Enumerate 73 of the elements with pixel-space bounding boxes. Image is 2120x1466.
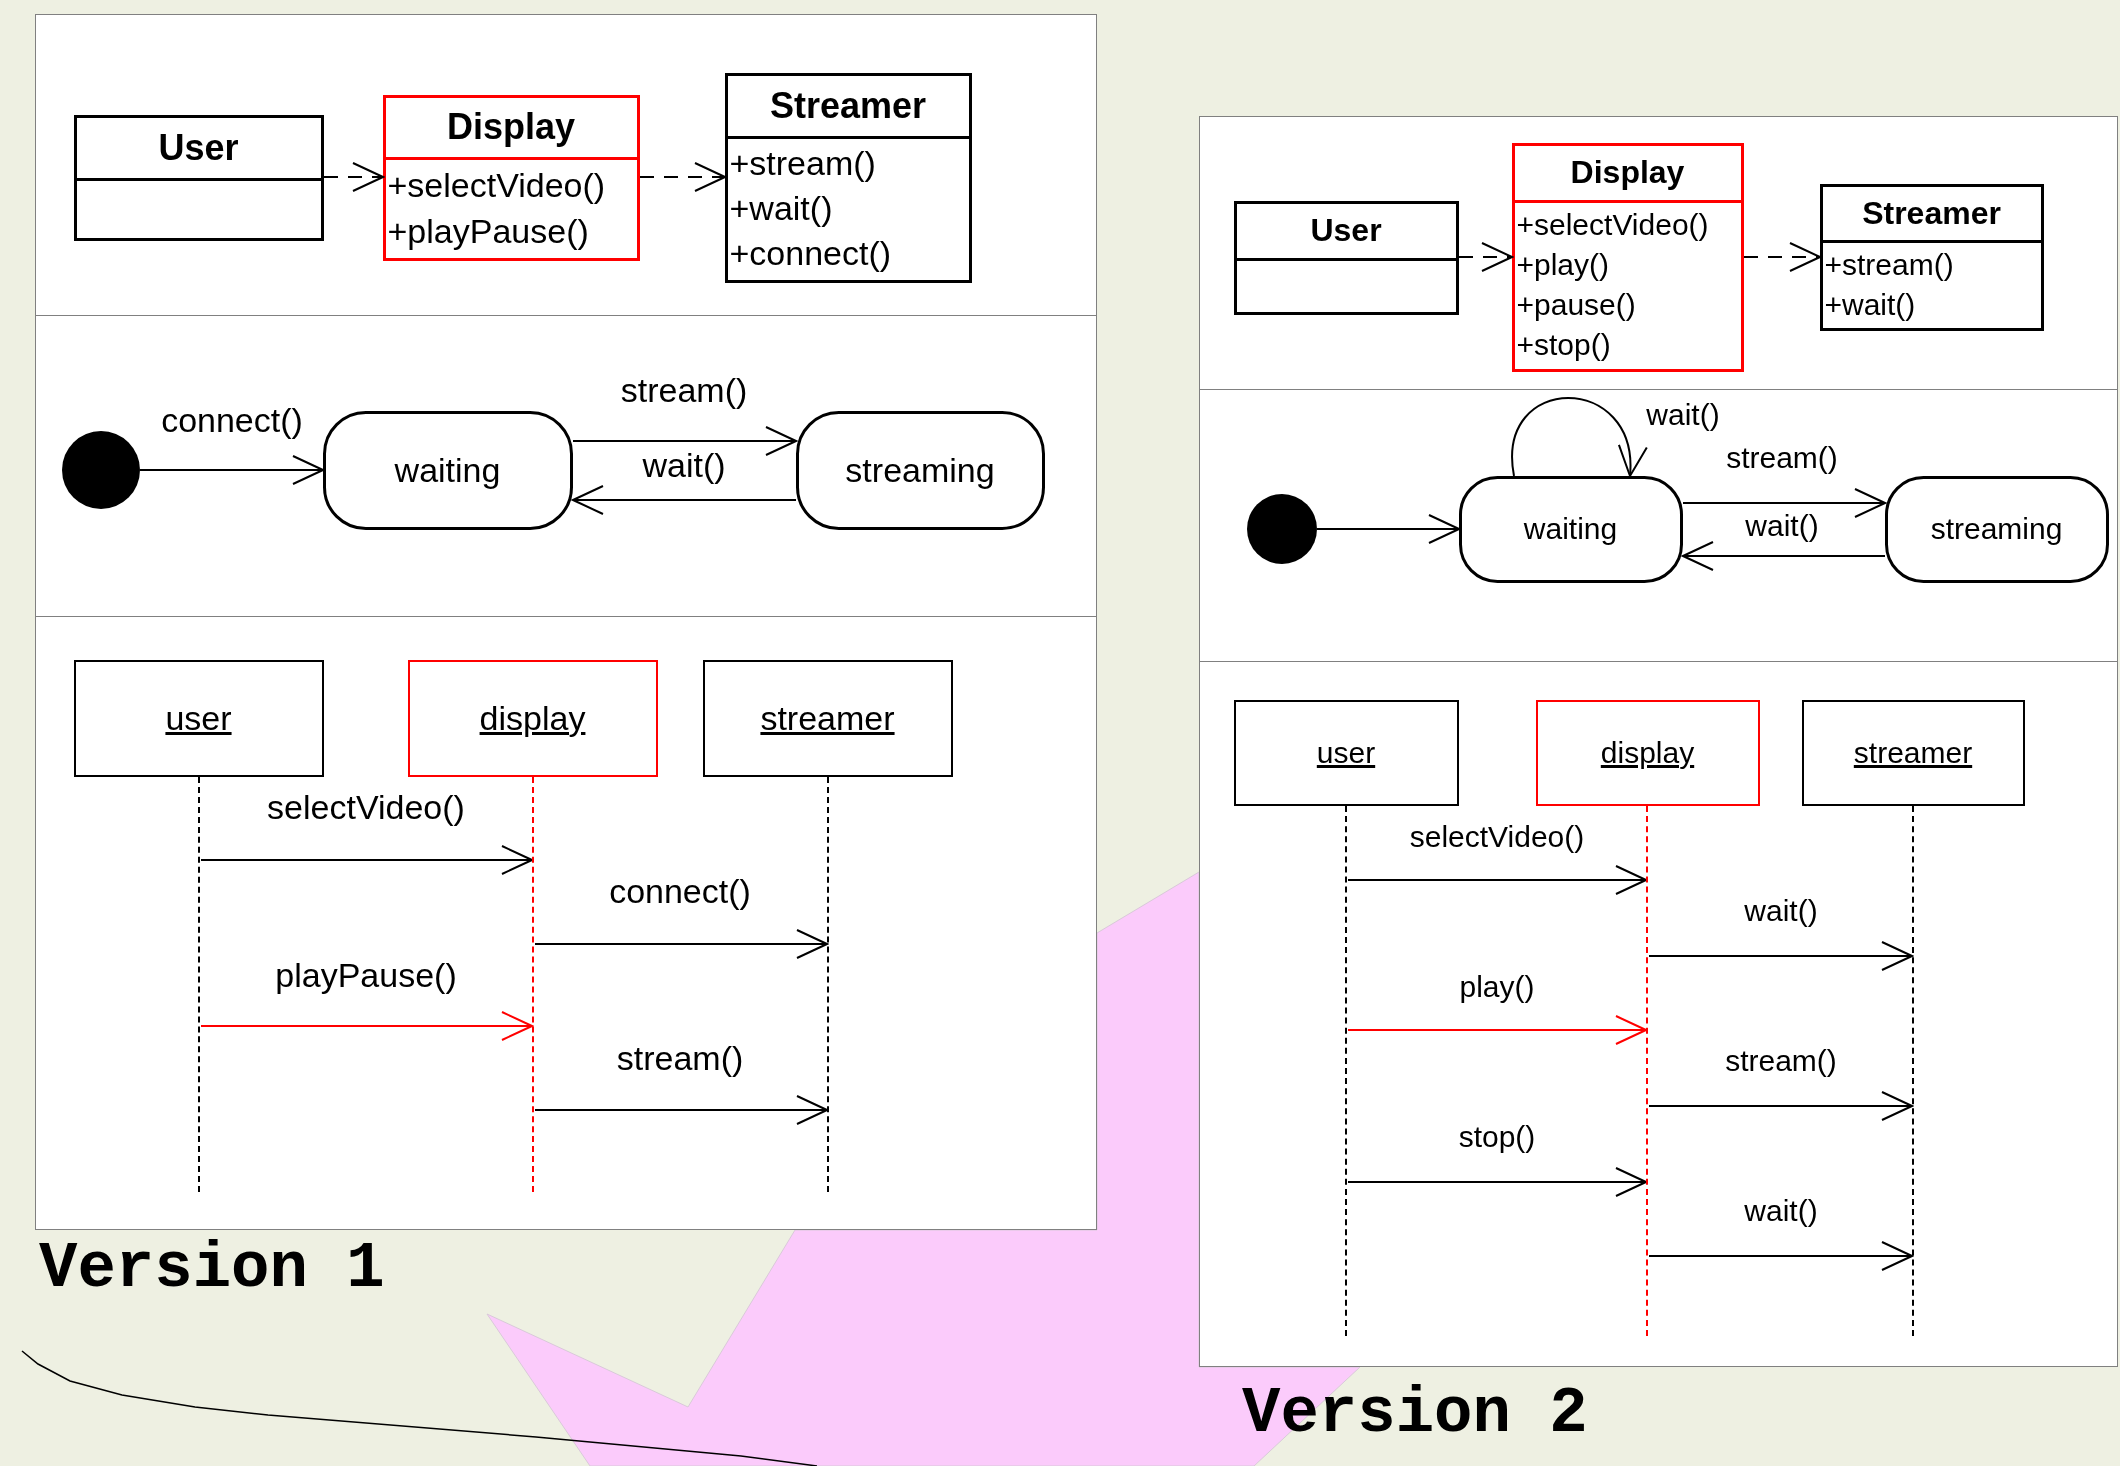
state-box [322,410,573,530]
message-arrow [534,1095,828,1125]
object-name: display [479,698,586,738]
dependency-arrow [639,162,726,192]
message-arrow [1347,1167,1647,1197]
version-heading: Version 1 [39,1237,385,1301]
lifeline [1911,805,1914,1336]
transition-arrow [1511,397,1645,477]
method-name: +playPause() [387,210,589,252]
message-arrow [534,929,828,959]
transition-arrow [1682,488,1886,518]
state-name: waiting [1523,512,1618,546]
object-box [73,659,324,777]
state-box [1884,475,2109,583]
method-name: +play() [1516,246,1610,283]
state-name: waiting [394,450,501,490]
object-name: user [165,698,232,738]
method-name: +wait() [1824,286,1916,323]
dependency-arrow [323,162,384,192]
transition-arrow [572,485,797,515]
class-name: User [1310,212,1382,249]
method-name: +stop() [1516,326,1611,363]
message-arrow [1648,1241,1913,1271]
dependency-arrow [1743,242,1821,272]
lifeline [1645,805,1648,1336]
class-box [73,114,324,241]
class-name: Display [446,106,576,148]
method-name: +selectVideo() [1516,206,1709,243]
message-arrow [1648,1091,1913,1121]
class-box [382,94,640,261]
message-arrow [1347,1015,1647,1045]
message-arrow [200,1011,533,1041]
state-name: streaming [1930,512,2063,546]
object-box [702,659,953,777]
message-arrow [200,845,533,875]
dependency-arrow [1458,242,1513,272]
class-name: User [158,126,239,169]
state-box [795,410,1045,530]
class-box [1819,183,2044,331]
lifeline [1344,805,1347,1336]
method-name: +stream() [1824,246,1954,283]
transition-arrow [139,455,324,485]
class-box [724,72,972,283]
lifeline [826,776,829,1192]
class-box [1511,142,1744,372]
object-name: user [1316,735,1376,770]
object-box [1535,699,1760,806]
transition-arrow [1316,514,1460,544]
lifeline [197,776,200,1192]
version-heading: Version 2 [1242,1382,1588,1446]
class-name: Display [1570,154,1685,191]
transition-arrow [572,426,797,456]
class-box [1233,200,1459,315]
class-name: Streamer [1862,194,2001,232]
state-box [1458,475,1683,583]
message-arrow [1648,941,1913,971]
lifeline [531,776,534,1192]
method-name: +connect() [729,232,892,274]
method-name: +wait() [729,187,833,229]
object-name: streamer [760,698,895,738]
block-arrow [486,871,1361,1466]
class-name: Streamer [769,84,927,127]
method-name: +selectVideo() [387,164,606,206]
object-name: display [1600,735,1695,770]
method-name: +stream() [729,142,876,184]
message-arrow [1347,865,1647,895]
object-name: streamer [1853,735,1973,770]
object-box [407,659,658,777]
method-name: +pause() [1516,286,1636,323]
object-box [1233,699,1459,806]
object-box [1801,699,2025,806]
state-name: streaming [845,450,995,490]
transition-arrow [1682,541,1886,571]
